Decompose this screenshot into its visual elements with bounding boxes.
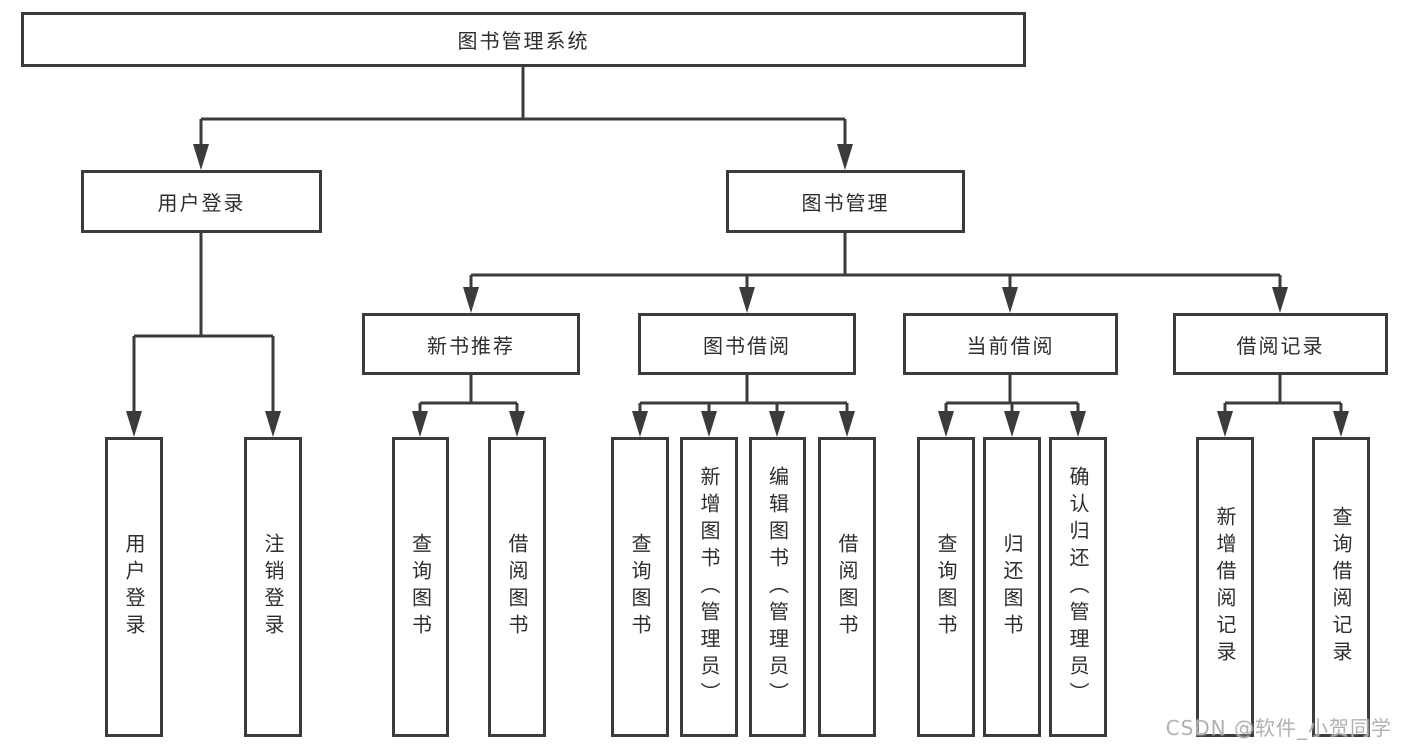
node-book-borrow: 图书借阅 — [638, 313, 856, 375]
node-root-label: 图书管理系统 — [457, 29, 590, 53]
leaf-return-book-label: 归还图书 — [1000, 533, 1024, 641]
connector-book-borrow-children — [632, 375, 855, 437]
node-borrow-records-label: 借阅记录 — [1236, 333, 1325, 358]
leaf-borrow-books: 借阅图书 — [818, 437, 876, 737]
connector-borrow-records-children — [1217, 375, 1349, 437]
node-new-book-recommend: 新书推荐 — [362, 313, 580, 375]
leaf-add-borrow-record-label: 新增借阅记录 — [1213, 506, 1237, 668]
connector-current-borrow-children — [938, 375, 1086, 437]
connector-new-book-children — [412, 375, 525, 437]
connector-book-management-children — [463, 233, 1288, 313]
node-book-borrow-label: 图书借阅 — [703, 333, 791, 358]
leaf-logout: 注销登录 — [244, 437, 302, 737]
leaf-query-borrow-record-label: 查询借阅记录 — [1329, 506, 1353, 668]
connector-root-to-level2 — [193, 67, 853, 170]
leaf-query-books-recommend-label: 查询图书 — [408, 533, 433, 641]
leaf-add-borrow-record: 新增借阅记录 — [1196, 437, 1254, 737]
csdn-watermark: CSDN @软件_小贺同学 — [1165, 716, 1392, 740]
node-new-book-recommend-label: 新书推荐 — [427, 333, 515, 358]
leaf-edit-book-admin-label: 编辑图书（管理员） — [765, 465, 790, 709]
leaf-user-login-label: 用户登录 — [122, 533, 146, 641]
node-user-login: 用户登录 — [81, 170, 322, 233]
node-user-login-label: 用户登录 — [157, 191, 246, 215]
leaf-query-books-current: 查询图书 — [917, 437, 975, 737]
node-borrow-records: 借阅记录 — [1173, 313, 1388, 375]
leaf-query-books-current-label: 查询图书 — [934, 533, 958, 641]
leaf-confirm-return-admin-label: 确认归还（管理员） — [1066, 465, 1090, 709]
node-root: 图书管理系统 — [21, 12, 1026, 67]
node-book-management: 图书管理 — [726, 170, 965, 233]
leaf-add-book-admin: 新增图书（管理员） — [680, 437, 738, 737]
connector-user-login-children — [126, 233, 281, 437]
leaf-query-borrow-record: 查询借阅记录 — [1312, 437, 1370, 737]
leaf-borrow-books-recommend-label: 借阅图书 — [505, 533, 529, 641]
node-current-borrow: 当前借阅 — [903, 313, 1118, 375]
leaf-borrow-books-recommend: 借阅图书 — [488, 437, 546, 737]
leaf-query-books-borrow: 查询图书 — [611, 437, 669, 737]
leaf-user-login: 用户登录 — [105, 437, 163, 737]
leaf-edit-book-admin: 编辑图书（管理员） — [749, 437, 806, 737]
leaf-add-book-admin-label: 新增图书（管理员） — [697, 465, 721, 709]
leaf-borrow-books-label: 借阅图书 — [835, 533, 859, 641]
leaf-confirm-return-admin: 确认归还（管理员） — [1049, 437, 1107, 737]
node-book-management-label: 图书管理 — [801, 191, 890, 215]
leaf-query-books-recommend: 查询图书 — [392, 437, 449, 737]
node-current-borrow-label: 当前借阅 — [966, 333, 1055, 358]
leaf-query-books-borrow-label: 查询图书 — [628, 533, 652, 641]
leaf-return-book: 归还图书 — [983, 437, 1041, 737]
leaf-logout-label: 注销登录 — [261, 533, 285, 641]
